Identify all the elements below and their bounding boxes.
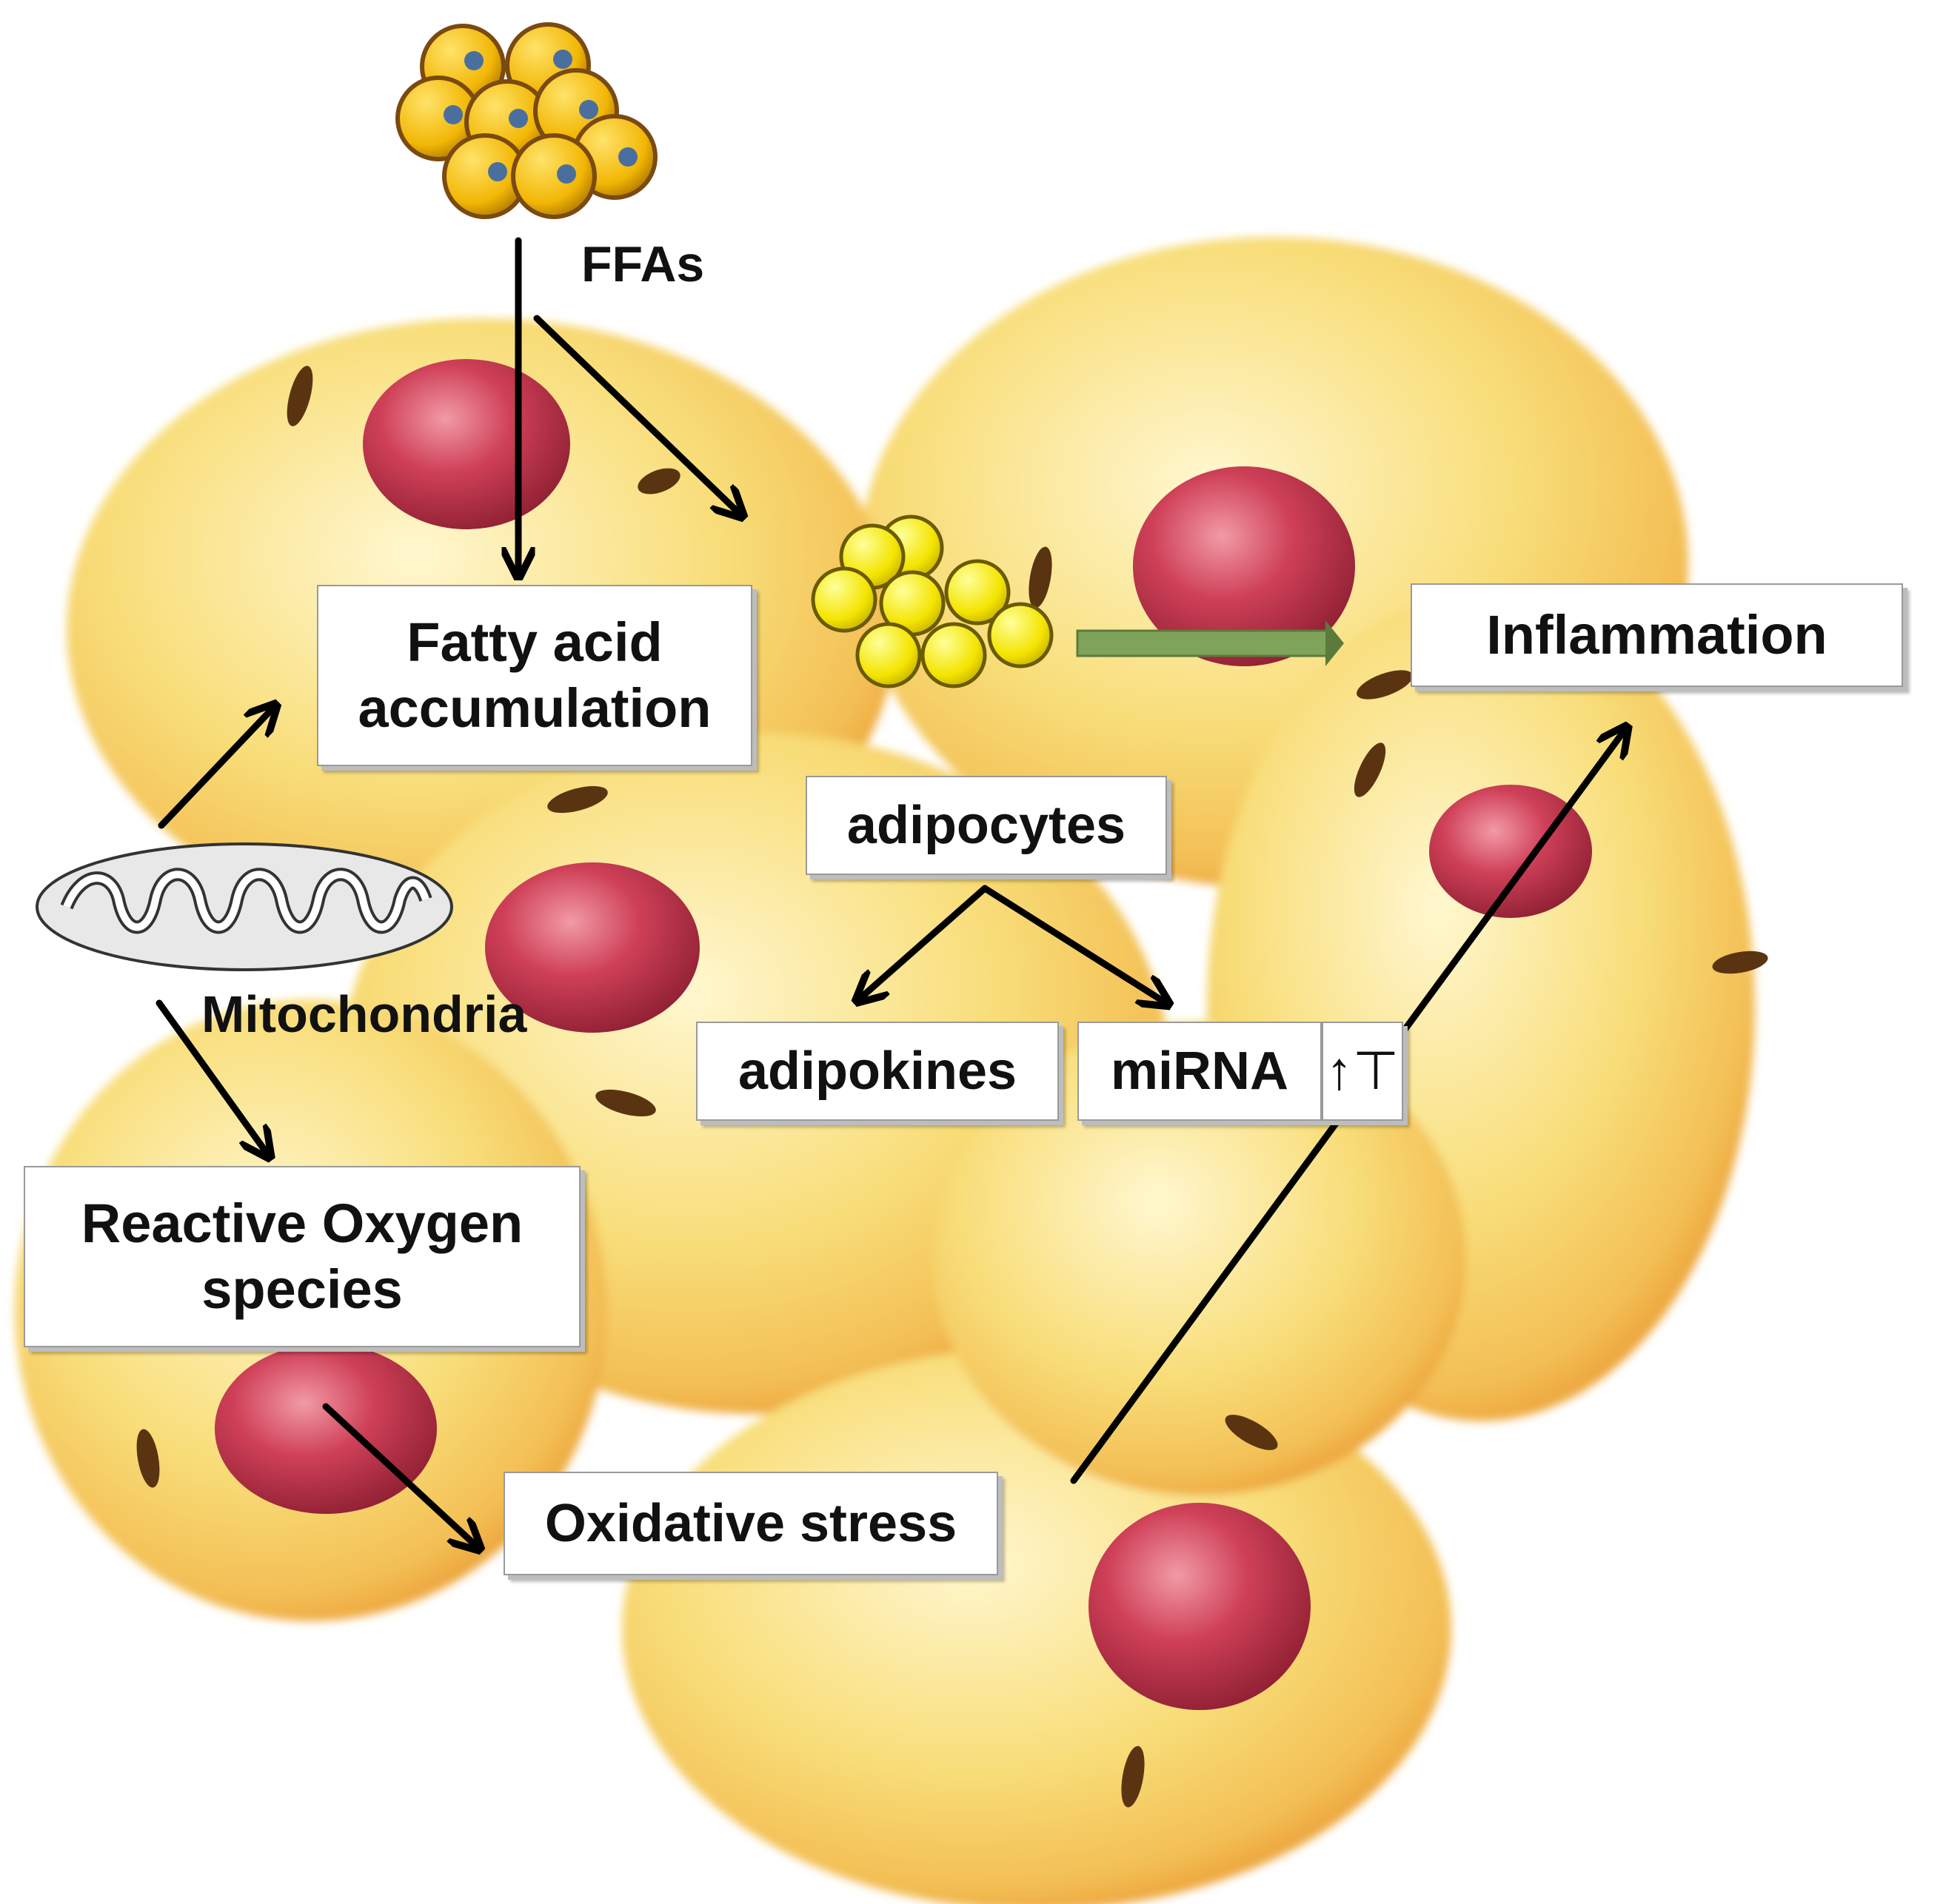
oxidative-stress-box: Oxidative stress bbox=[504, 1472, 998, 1575]
lipid-droplet-cluster-icon bbox=[811, 514, 1054, 688]
fatty-acid-line1: Fatty acid bbox=[407, 611, 663, 673]
ffa-cluster-icon bbox=[395, 22, 658, 219]
green-arrow-to-inflammation bbox=[1076, 620, 1344, 666]
organelle-marks bbox=[136, 366, 1768, 1808]
adipokines-box: adipokines bbox=[696, 1022, 1059, 1121]
arrows bbox=[155, 237, 1625, 1547]
arrow-ffa-to-adipocyte bbox=[533, 315, 740, 514]
arrow-mitochondria-to-fatty-acid bbox=[158, 707, 274, 829]
arrow-adipocytes-to-adipokines bbox=[859, 885, 989, 999]
fatty-acid-line2: accumulation bbox=[358, 677, 712, 739]
mirna-box: miRNA bbox=[1077, 1022, 1322, 1121]
arrow-mitochondria-to-ros bbox=[155, 999, 268, 1155]
reactive-oxygen-species-box: Reactive Oxygen species bbox=[24, 1166, 581, 1347]
ros-line1: Reactive Oxygen bbox=[81, 1192, 524, 1254]
mitochondrion-icon bbox=[36, 842, 453, 971]
arrow-ros-to-oxidative-stress bbox=[322, 1403, 478, 1547]
fatty-acid-accumulation-box: Fatty acid accumulation bbox=[317, 585, 752, 766]
arrow-adipocytes-to-mirna bbox=[981, 885, 1166, 1003]
mirna-regulation-symbol: ↑⊤ bbox=[1322, 1022, 1403, 1121]
ffas-label: FFAs bbox=[581, 236, 705, 292]
mitochondria-label: Mitochondria bbox=[201, 985, 527, 1043]
ros-line2: species bbox=[201, 1258, 403, 1320]
inflammation-box: Inflammation bbox=[1411, 583, 1903, 687]
adipocytes-box: adipocytes bbox=[806, 776, 1167, 875]
